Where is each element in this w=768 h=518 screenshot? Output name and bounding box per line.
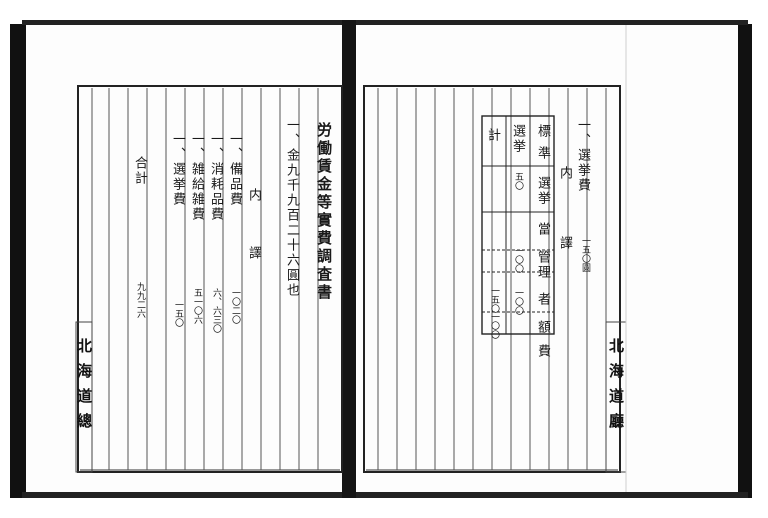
left-line-shomo-amount: 六、六三〇 xyxy=(211,288,221,333)
spine xyxy=(342,20,356,498)
right-col-hi: 費 xyxy=(535,344,550,359)
right-row-amount-a: 一〇〇 xyxy=(513,246,523,273)
left-shadow xyxy=(10,24,26,498)
left-line-shomo: 一、消耗品費 xyxy=(208,132,223,222)
left-line-zakkyu: 一、雑給雑費 xyxy=(189,132,204,222)
right-row-amount-c: 一五〇 xyxy=(489,286,499,313)
right-edge-label: 北海道廳 xyxy=(607,338,625,438)
right-line-nai: 内 xyxy=(557,166,572,181)
left-line-nai: 内 xyxy=(246,188,261,203)
right-row-senkyo-amount: 五〇 xyxy=(513,172,523,190)
right-col-gaku: 額 xyxy=(535,320,550,335)
left-edge-label: 北海道總 xyxy=(75,338,93,438)
expense-table xyxy=(481,115,555,335)
left-line-zakkyu-amount: 五一〇六 xyxy=(192,288,202,324)
right-row-senkyo: 選挙 xyxy=(510,124,525,154)
left-line-bihin: 一、備品費 xyxy=(227,132,242,207)
right-page xyxy=(357,25,738,492)
bottom-edge xyxy=(22,492,748,498)
left-margin-tab xyxy=(75,321,93,473)
left-line-senkyo-amount: 一五〇 xyxy=(173,300,183,327)
right-col-senkyo: 選挙 xyxy=(535,176,550,206)
left-frame xyxy=(77,85,343,473)
right-line-yaku: 譯 xyxy=(557,236,572,251)
right-col-hyo: 標 xyxy=(535,124,550,139)
left-line-gokei-amount: 九九二六 xyxy=(135,282,145,318)
right-line-senkyo: 一、選挙費 xyxy=(575,118,590,193)
left-line-amount: 一、金九千九百二十六圓也 xyxy=(284,118,299,298)
right-shadow xyxy=(738,24,752,498)
right-col-to: 當 xyxy=(535,222,550,237)
left-line-bihin-amount: 一〇二〇 xyxy=(230,288,240,324)
right-col-jun: 準 xyxy=(535,146,550,161)
left-line-gokei: 合計 xyxy=(132,156,147,186)
right-row-amount-d: 一〇〇 xyxy=(489,312,499,339)
right-frame xyxy=(363,85,621,473)
right-row-amount-b: 一〇〇 xyxy=(513,288,523,315)
left-line-senkyo: 一、選挙費 xyxy=(170,132,185,207)
left-title: 労働賃金等實費調査書 xyxy=(315,122,333,302)
top-edge xyxy=(22,20,748,25)
right-col-kanri: 管理 xyxy=(535,250,550,280)
left-line-yaku: 譯 xyxy=(246,246,261,261)
right-col-sha: 者 xyxy=(535,292,550,307)
right-row-kei: 計 xyxy=(485,128,500,143)
left-column-rules xyxy=(91,88,319,470)
right-line-senkyo-amount: 一五〇圓 xyxy=(580,236,590,272)
